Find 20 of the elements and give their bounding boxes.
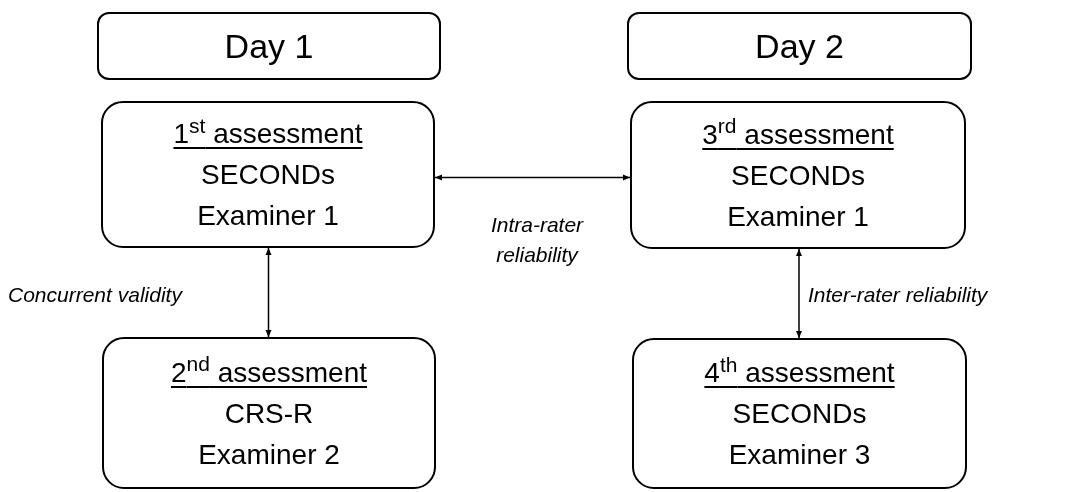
assessment-box xyxy=(630,101,966,249)
day-box xyxy=(97,12,441,80)
double-arrow xyxy=(265,247,272,338)
heading-text: 1$^{st}$ assessment xyxy=(173,113,363,151)
heading-text: 2$^{nd}$ assessment xyxy=(170,351,368,390)
box-text: Examiner 1 xyxy=(197,199,339,233)
assessment-box xyxy=(632,338,967,489)
heading-text: 3$^{rd}$ assessment xyxy=(702,113,894,152)
box-text: Examiner 1 xyxy=(727,199,869,234)
box-text: CRS-R xyxy=(224,396,314,431)
box-text: Examiner 2 xyxy=(198,437,340,472)
box-text: Day 2 xyxy=(755,26,844,66)
heading-text: 4$^{th}$ assessment xyxy=(704,352,895,390)
day-box xyxy=(627,12,972,80)
box-text: Day 1 xyxy=(224,26,314,66)
box-text: Examiner 3 xyxy=(728,438,871,472)
double-arrow xyxy=(796,248,802,339)
assessment-box xyxy=(102,337,436,489)
double-arrow xyxy=(434,174,631,181)
assessment-box xyxy=(101,101,435,248)
